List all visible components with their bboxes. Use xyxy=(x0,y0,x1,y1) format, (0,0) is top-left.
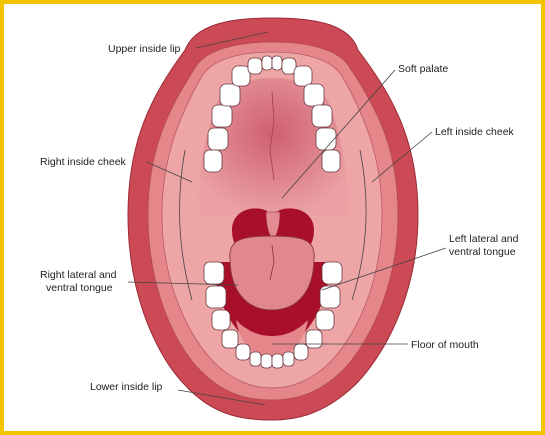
label-left-lateral-tongue-1: Left lateral and xyxy=(449,233,519,245)
label-left-lateral-tongue-2: ventral tongue xyxy=(449,246,516,258)
label-right-inside-cheek: Right inside cheek xyxy=(40,156,127,168)
label-left-inside-cheek: Left inside cheek xyxy=(435,126,515,138)
label-lower-inside-lip: Lower inside lip xyxy=(90,381,163,393)
label-right-lateral-tongue-1: Right lateral and xyxy=(40,269,117,281)
label-right-lateral-tongue-2: ventral tongue xyxy=(46,282,113,294)
label-upper-inside-lip: Upper inside lip xyxy=(108,43,181,55)
label-soft-palate: Soft palate xyxy=(398,63,448,75)
label-floor-of-mouth: Floor of mouth xyxy=(411,339,479,351)
